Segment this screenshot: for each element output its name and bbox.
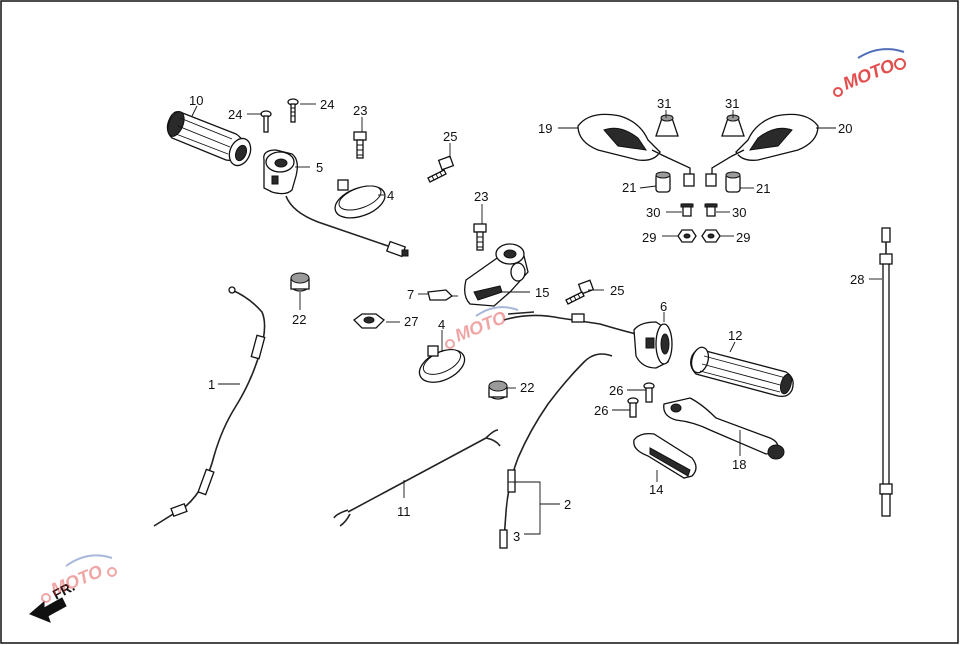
callout-19: 19	[538, 121, 552, 136]
callout-4: 4	[387, 188, 394, 203]
callout-26: 26	[609, 383, 623, 398]
watermark-swoosh-icon	[475, 306, 519, 317]
callout-22: 22	[292, 312, 306, 327]
part-4-clamp-b[interactable]	[414, 343, 469, 389]
callout-31: 31	[657, 96, 671, 111]
part-28-cable[interactable]	[879, 227, 893, 517]
part-22-nut-b[interactable]	[488, 380, 508, 400]
part-10-left-grip[interactable]	[165, 109, 255, 168]
callout-24: 24	[320, 97, 334, 112]
callout-21: 21	[622, 180, 636, 195]
part-12-right-grip[interactable]	[689, 345, 794, 398]
gear-icon	[833, 87, 843, 97]
part-29-nut-b[interactable]	[701, 229, 721, 243]
watermark-bottom-left: MOTO	[41, 554, 117, 603]
watermark-center: MOTO	[445, 306, 519, 349]
part-11-wire[interactable]	[333, 429, 501, 527]
callout-30: 30	[732, 205, 746, 220]
gear-icon	[894, 58, 906, 70]
part-23-bolt-a[interactable]	[353, 131, 367, 159]
part-29-nut-a[interactable]	[677, 229, 697, 243]
part-21-boot-b[interactable]	[725, 171, 741, 193]
callout-29: 29	[736, 230, 750, 245]
callout-6: 6	[660, 299, 667, 314]
part-30-adapter-a[interactable]	[680, 203, 694, 217]
callout-18: 18	[732, 457, 746, 472]
part-25-bolt-b[interactable]	[565, 279, 595, 305]
callout-15: 15	[535, 285, 549, 300]
callout-20: 20	[838, 121, 852, 136]
callout-27: 27	[404, 314, 418, 329]
part-24-screw-b[interactable]	[287, 98, 299, 123]
callout-25: 25	[443, 129, 457, 144]
part-1-throttle-cable[interactable]	[153, 286, 266, 527]
part-2-clutch-cable[interactable]	[499, 353, 613, 549]
callout-11: 11	[397, 504, 411, 519]
part-5-throttle-housing[interactable]	[263, 149, 409, 258]
part-23-bolt-b[interactable]	[473, 223, 487, 251]
part-6-switch-housing[interactable]	[503, 311, 673, 369]
watermark-text: MOTO	[840, 55, 897, 94]
callout-29: 29	[642, 230, 656, 245]
callout-14: 14	[649, 482, 663, 497]
part-7-switch[interactable]	[427, 289, 458, 301]
callout-10: 10	[189, 93, 203, 108]
part-27-hex-nut[interactable]	[353, 313, 385, 329]
part-30-adapter-b[interactable]	[704, 203, 718, 217]
watermark-swoosh-icon	[65, 554, 113, 567]
part-20-right-mirror[interactable]	[705, 113, 819, 187]
callout-3: 3	[513, 529, 520, 544]
gear-icon	[41, 593, 51, 603]
part-19-left-mirror[interactable]	[577, 113, 695, 187]
part-26-bolt-a[interactable]	[643, 382, 655, 403]
arrow-icon	[29, 597, 67, 623]
gear-icon	[445, 339, 455, 349]
callout-1: 1	[208, 377, 215, 392]
callout-23: 23	[353, 103, 367, 118]
callout-22: 22	[520, 380, 534, 395]
watermark-text: MOTO	[48, 561, 105, 600]
part-14-guard[interactable]	[633, 432, 697, 479]
callout-labels: 10 24 24 23 5 4 25 23 7 15 25 4 22 27 1 …	[189, 93, 864, 544]
part-26-bolt-b[interactable]	[627, 397, 639, 418]
callout-4: 4	[438, 317, 445, 332]
callout-7: 7	[407, 287, 414, 302]
part-25-bolt-a[interactable]	[427, 155, 455, 183]
watermark-swoosh-icon	[857, 48, 905, 59]
part-22-nut-a[interactable]	[290, 272, 310, 292]
callout-24: 24	[228, 107, 242, 122]
gear-icon	[107, 567, 117, 577]
part-15-lever-bracket[interactable]	[464, 243, 529, 307]
callout-25: 25	[610, 283, 624, 298]
callout-26: 26	[594, 403, 608, 418]
callout-30: 30	[646, 205, 660, 220]
callout-12: 12	[728, 328, 742, 343]
watermark-top-right: MOTO	[833, 48, 906, 97]
callout-21: 21	[756, 181, 770, 196]
part-31-cap-b[interactable]	[721, 114, 745, 137]
part-31-cap-a[interactable]	[655, 114, 679, 137]
part-18-lever[interactable]	[663, 397, 785, 460]
leader-lines	[191, 103, 882, 535]
callout-2: 2	[564, 497, 571, 512]
callout-28: 28	[850, 272, 864, 287]
callout-23: 23	[474, 189, 488, 204]
part-21-boot-a[interactable]	[655, 171, 671, 193]
callout-31: 31	[725, 96, 739, 111]
part-4-clamp-a[interactable]	[331, 179, 389, 224]
callout-5: 5	[316, 160, 323, 175]
part-24-screw-a[interactable]	[260, 110, 272, 133]
